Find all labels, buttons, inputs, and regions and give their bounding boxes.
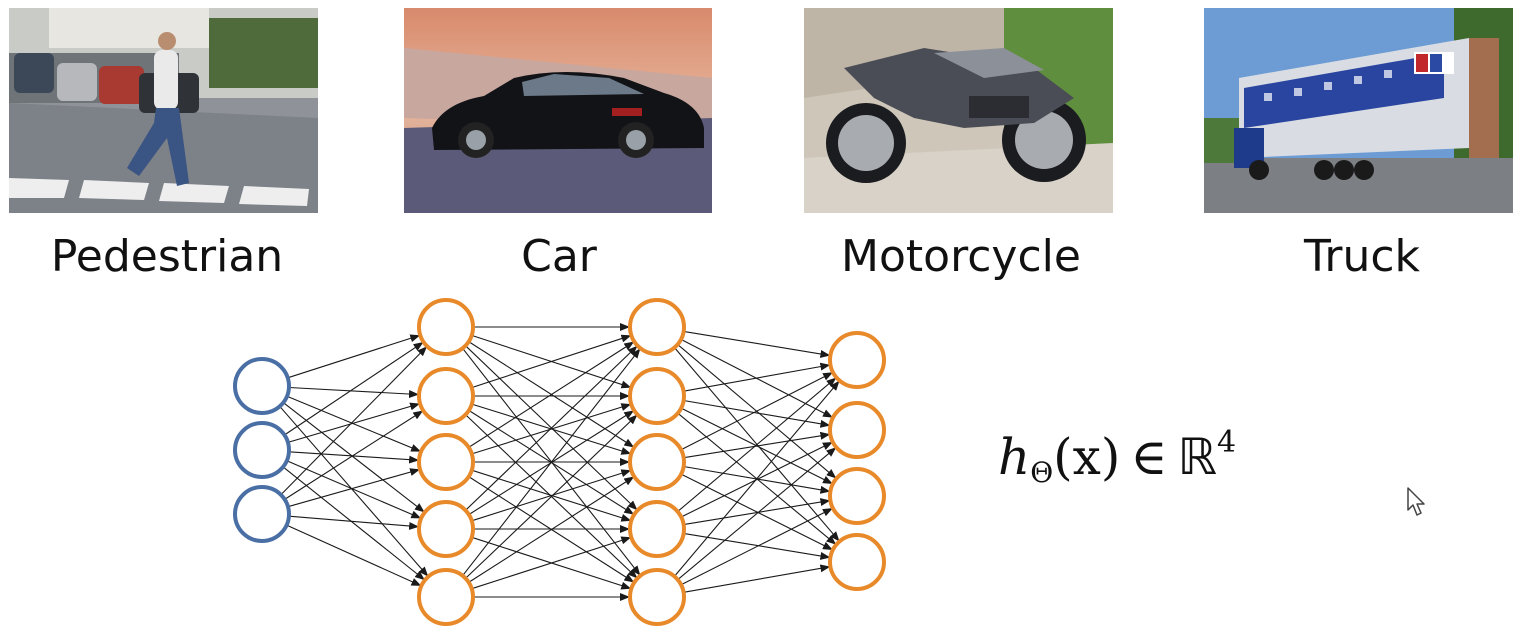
caption-car: Car (521, 231, 597, 282)
layer-4-node-4 (828, 533, 886, 591)
pedestrian-photo (9, 8, 318, 213)
edge-l2n2-l3n1 (471, 334, 632, 389)
layer-2-node-4 (417, 500, 475, 558)
edge-l2n4-l3n1 (465, 345, 638, 511)
caption-truck: Truck (1303, 231, 1421, 282)
formula-real-set: ℝ (1177, 428, 1218, 486)
edge-l1n1-l2n4 (282, 402, 425, 513)
edge-l3n3-l4n1 (680, 372, 833, 451)
hypothesis-formula: hΘ(x)∈ℝ4 (998, 428, 1236, 487)
edge-l2n4-l3n3 (471, 469, 632, 522)
layer-4-node-1 (828, 331, 886, 389)
edge-l1n1-l2n2 (288, 386, 419, 399)
edge-l2n3-l3n1 (468, 341, 635, 448)
motorcycle-photo (804, 8, 1113, 213)
layer-3-node-3 (628, 433, 686, 491)
edge-l3n5-l4n4 (683, 564, 831, 593)
layer-4-node-2 (828, 401, 886, 459)
layer-3-node-4 (628, 500, 686, 558)
edge-l1n2-l2n4 (286, 460, 422, 519)
edge-l3n4-l4n3 (683, 498, 831, 526)
edge-l3n3-l4n4 (680, 473, 833, 550)
edge-l3n4-l4n1 (677, 377, 837, 513)
mouse-cursor-icon (1407, 487, 1425, 516)
layer-2-node-1 (417, 298, 475, 356)
edge-l3n5-l4n1 (673, 380, 840, 577)
edge-l1n2-l2n5 (282, 466, 425, 581)
edge-l1n1-l2n5 (279, 405, 429, 577)
layer-1-node-3 (233, 485, 291, 543)
edge-l3n5-l4n2 (677, 447, 837, 581)
layer-2-node-2 (417, 367, 475, 425)
layer-1-node-2 (233, 421, 291, 479)
layer-3-node-1 (628, 298, 686, 356)
edge-l1n3-l2n5 (286, 524, 422, 587)
edge-l3n5-l4n3 (680, 508, 833, 586)
formula-theta-subscript: Θ (1030, 456, 1054, 489)
formula-exponent: 4 (1217, 425, 1237, 460)
formula-argument: (x) (1053, 428, 1121, 486)
layer-1-node-1 (233, 357, 291, 415)
edge-l1n2-l2n2 (287, 402, 421, 443)
edge-l1n2-l2n3 (288, 451, 420, 464)
edge-l2n5-l3n4 (471, 536, 632, 590)
edge-l1n3-l2n1 (280, 346, 428, 496)
edge-l1n2-l2n1 (284, 342, 424, 436)
edge-l3n1-l4n1 (683, 330, 831, 358)
edge-l3n2-l4n1 (683, 362, 831, 392)
edge-l1n1-l2n1 (287, 334, 421, 379)
caption-pedestrian: Pedestrian (50, 231, 284, 282)
layer-3-node-5 (628, 568, 686, 626)
edge-l1n3-l2n2 (284, 410, 424, 500)
formula-element-of: ∈ (1130, 428, 1168, 486)
truck-photo (1204, 8, 1513, 213)
edge-l1n1-l2n3 (286, 395, 422, 452)
layer-4-node-3 (828, 467, 886, 525)
layer-2-node-3 (417, 433, 475, 491)
car-photo (404, 8, 712, 213)
layer-2-node-5 (417, 568, 475, 626)
edge-l2n5-l3n2 (465, 414, 638, 579)
edge-l3n3-l4n2 (683, 431, 831, 459)
caption-motorcycle: Motorcycle (841, 231, 1081, 282)
edge-l2n5-l3n1 (462, 348, 641, 577)
edge-l1n3-l2n4 (288, 515, 420, 530)
edge-l2n5-l3n3 (468, 476, 635, 583)
edge-l1n3-l2n3 (287, 468, 421, 508)
formula-h: h (998, 428, 1031, 486)
layer-3-node-2 (628, 367, 686, 425)
